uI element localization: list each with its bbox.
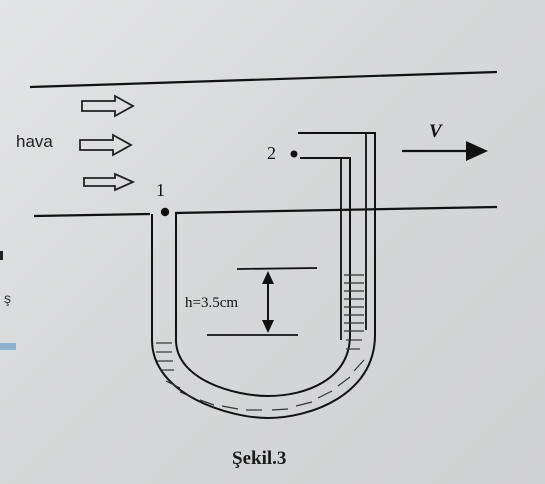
manometer-inner-wall <box>175 157 351 398</box>
manometer-liquid-left <box>156 342 174 371</box>
manometer-liquid-bend <box>165 359 365 411</box>
flow-arrow-bottom <box>83 172 136 192</box>
manometer-liquid-right <box>344 274 364 350</box>
duct-bottom-wall-right <box>174 205 498 215</box>
figure-caption: Şekil.3 <box>232 448 286 469</box>
margin-mark-dark <box>0 251 3 260</box>
air-flow-arrows <box>79 94 136 192</box>
margin-glyph: ş <box>4 290 11 306</box>
velocity-label: V <box>429 121 443 142</box>
point-1-label: 1 <box>156 180 165 200</box>
manometer-outer-wall <box>151 132 376 420</box>
duct-top-wall <box>29 70 498 89</box>
point-1-dot <box>160 207 170 217</box>
point-2-label: 2 <box>267 143 276 163</box>
velocity-arrow-head <box>466 141 488 161</box>
air-label: hava <box>16 132 53 151</box>
flow-arrow-middle <box>79 133 133 157</box>
flow-arrow-top <box>81 94 135 118</box>
height-label: h=3.5cm <box>185 295 238 311</box>
point-2-dot <box>290 150 298 158</box>
margin-blue-bar <box>0 343 16 350</box>
height-arrow-up-head <box>262 271 274 284</box>
height-arrow-down-head <box>262 320 274 333</box>
upper-level-line <box>236 267 318 270</box>
duct-bottom-wall-left <box>33 212 151 218</box>
